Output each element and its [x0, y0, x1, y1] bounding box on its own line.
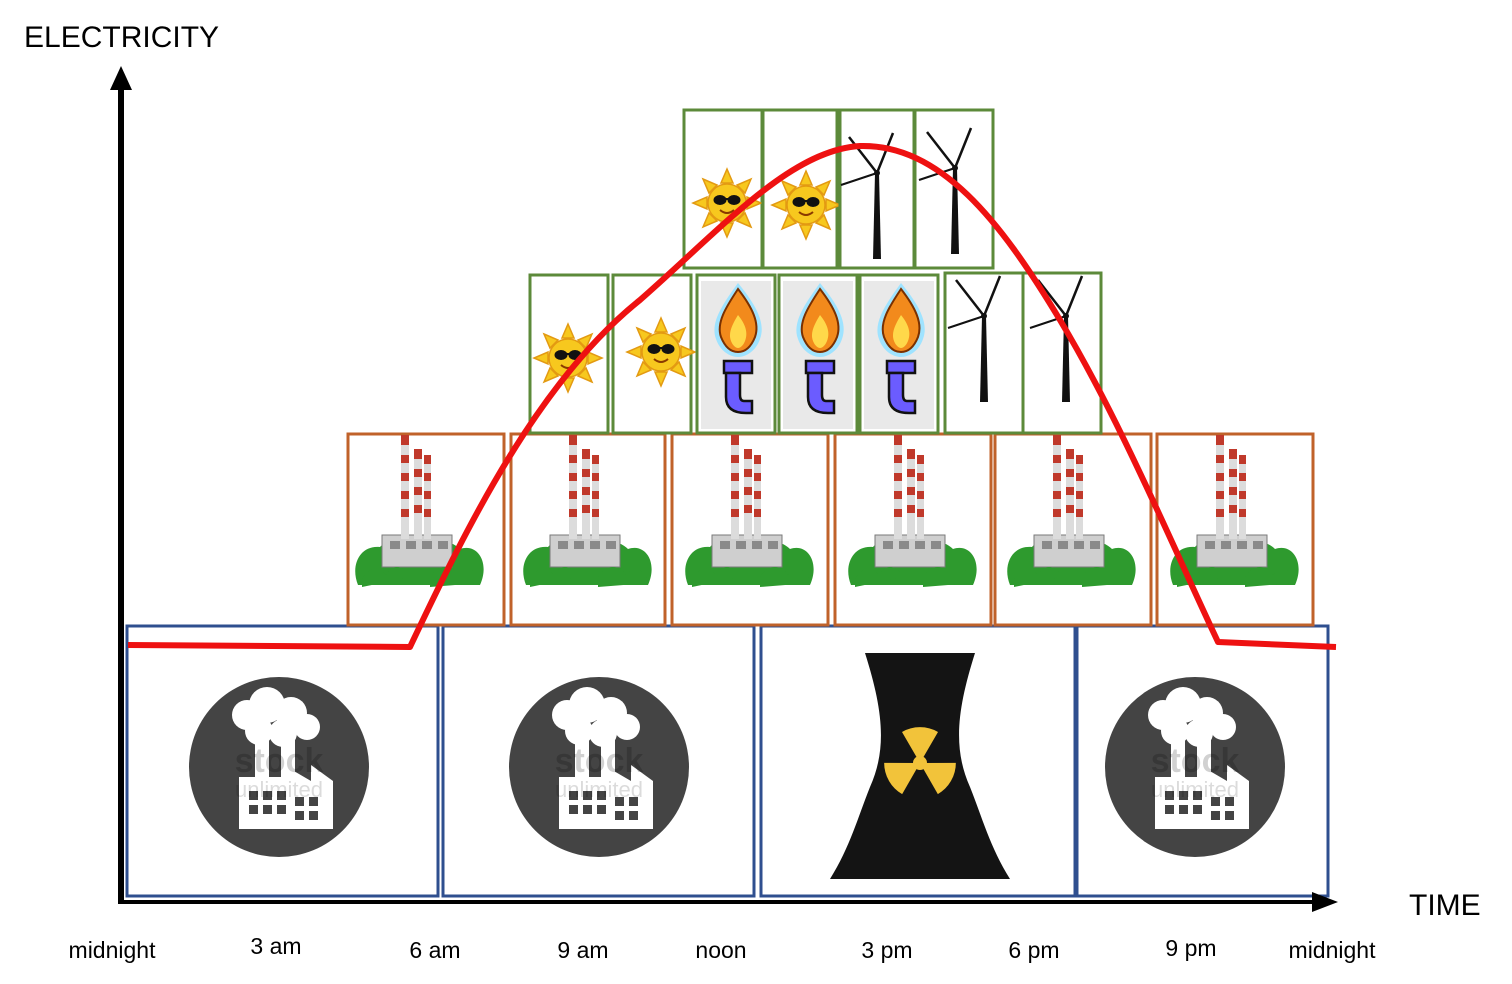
time-label: 9 pm: [1165, 935, 1216, 961]
time-label: midnight: [69, 937, 157, 963]
time-label: 9 am: [557, 937, 608, 963]
upper-tile-5: [858, 273, 940, 435]
middle-tile-5: [993, 432, 1153, 627]
demand-curve: [127, 142, 1337, 650]
intermediate-load-layer: [346, 432, 1315, 627]
sun-icon: [533, 323, 603, 393]
time-label: 6 am: [409, 937, 460, 963]
middle-tile-1: [346, 432, 506, 627]
top-tile-1: [682, 108, 764, 270]
base-load-layer: stockunlimitedstockunlimitedstockunlimit…: [125, 624, 1330, 898]
watermark-text: unlimited: [555, 777, 643, 802]
time-label: midnight: [1289, 937, 1377, 963]
base-tile-3: [759, 624, 1077, 898]
time-label: 3 am: [250, 933, 301, 959]
top-tile-4: [913, 108, 995, 270]
middle-tile-3: [670, 432, 830, 627]
watermark-text: stock: [235, 742, 324, 780]
top-peak-load-layer: [682, 108, 995, 270]
watermark-text: unlimited: [1151, 777, 1239, 802]
upper-tile-2: [611, 273, 696, 435]
time-label: 6 pm: [1008, 937, 1059, 963]
watermark-text: stock: [555, 742, 644, 780]
watermark-text: unlimited: [235, 777, 323, 802]
sun-icon: [771, 170, 841, 240]
middle-tile-2: [509, 432, 667, 627]
middle-tile-4: [833, 432, 993, 627]
upper-tile-4: [777, 273, 859, 435]
y-axis-title: ELECTRICITY: [24, 21, 219, 54]
x-axis-title: TIME: [1409, 889, 1481, 922]
sun-icon: [626, 317, 696, 387]
top-tile-3: [838, 108, 916, 270]
upper-tile-6: [943, 271, 1025, 435]
upper-tile-3: [695, 273, 777, 435]
upper-tile-7: [1021, 271, 1103, 435]
time-label: 3 pm: [861, 937, 912, 963]
watermark-text: stock: [1151, 742, 1240, 780]
y-axis: [110, 66, 132, 903]
peak-load-layer: [528, 271, 1103, 435]
time-axis-labels: midnight 3 am 6 am 9 am noon 3 pm 6 pm 9 pm midn…: [69, 933, 1377, 963]
middle-tile-6: [1155, 432, 1315, 627]
x-axis: [118, 892, 1338, 912]
upper-tile-1: [528, 273, 610, 435]
x-axis-arrow-icon: [1312, 892, 1338, 912]
time-label: noon: [695, 937, 746, 963]
top-tile-2: [761, 108, 841, 270]
y-axis-arrow-icon: [110, 66, 132, 90]
